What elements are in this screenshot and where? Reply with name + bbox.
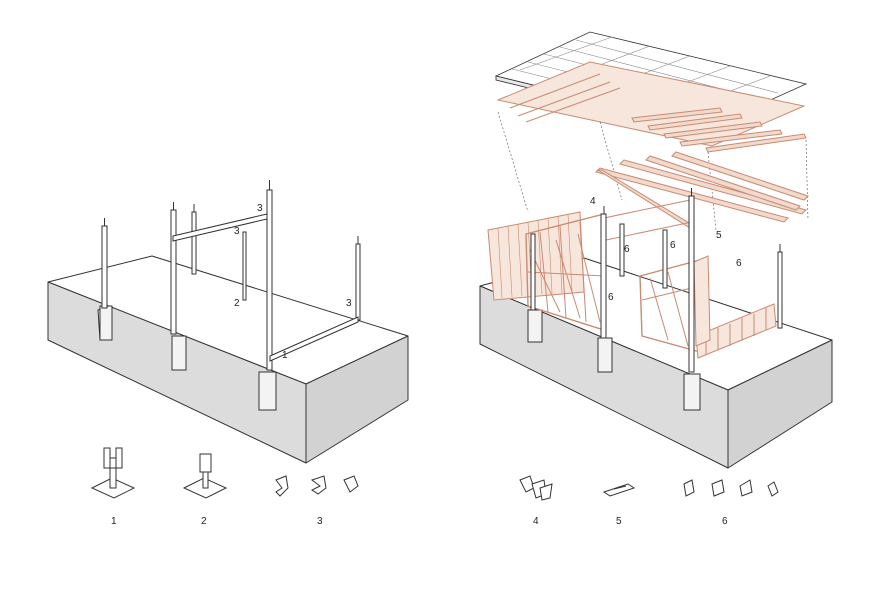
slatted-panel — [487, 211, 585, 301]
caption: 2 — [201, 516, 207, 527]
callout: 5 — [716, 230, 722, 241]
callout: 6 — [736, 258, 742, 269]
footing — [683, 373, 701, 411]
post — [242, 231, 247, 301]
callout: 3 — [234, 226, 240, 237]
caption: 6 — [722, 516, 728, 527]
left-captions: 1 2 3 — [111, 516, 323, 527]
post — [662, 229, 668, 289]
beam — [269, 316, 359, 362]
strap-connector-icon — [602, 483, 636, 497]
roof-battens — [496, 61, 807, 153]
left-slab-side — [305, 335, 409, 464]
post — [530, 233, 536, 311]
callout: 3 — [257, 203, 263, 214]
caption: 1 — [111, 516, 117, 527]
rafter-hanger-icon — [519, 475, 553, 501]
left-callouts: 1 2 3 3 3 — [234, 203, 352, 361]
post — [191, 211, 197, 275]
post — [777, 251, 783, 329]
left-posts — [101, 180, 361, 371]
right-slab-side — [727, 339, 833, 469]
callout: 1 — [282, 350, 288, 361]
post-base-bracket-icon — [90, 447, 136, 499]
right-panel: 4 5 6 6 6 6 4 — [479, 31, 833, 527]
callout: 3 — [346, 298, 352, 309]
post — [266, 189, 273, 371]
footing — [171, 335, 187, 371]
post — [600, 213, 607, 339]
beam — [172, 213, 268, 242]
footing — [597, 337, 613, 373]
footing — [527, 309, 543, 343]
caption: 5 — [616, 516, 622, 527]
footing — [97, 305, 113, 341]
left-panel: 1 2 3 3 3 — [47, 180, 409, 527]
left-hardware — [90, 447, 359, 499]
callout: 6 — [670, 240, 676, 251]
callout: 2 — [234, 298, 240, 309]
angle-bracket-icon — [275, 475, 359, 497]
right-posts — [530, 188, 783, 373]
post-base-plate-icon — [182, 453, 228, 499]
rafters — [595, 151, 809, 229]
post — [170, 209, 177, 335]
right-hardware — [519, 475, 779, 501]
caption: 3 — [317, 516, 323, 527]
footing — [258, 371, 277, 411]
angle-plate-icon — [683, 479, 779, 497]
post — [101, 225, 108, 309]
callout: 4 — [590, 196, 596, 207]
caption: 4 — [533, 516, 539, 527]
right-captions: 4 5 6 — [533, 516, 728, 527]
post — [619, 223, 625, 277]
wall-frames — [487, 199, 777, 359]
post — [355, 243, 361, 321]
callout: 6 — [624, 244, 630, 255]
callout: 6 — [608, 292, 614, 303]
right-callouts: 4 5 6 6 6 6 — [590, 196, 742, 303]
post — [688, 195, 695, 373]
right-footings — [527, 309, 701, 411]
